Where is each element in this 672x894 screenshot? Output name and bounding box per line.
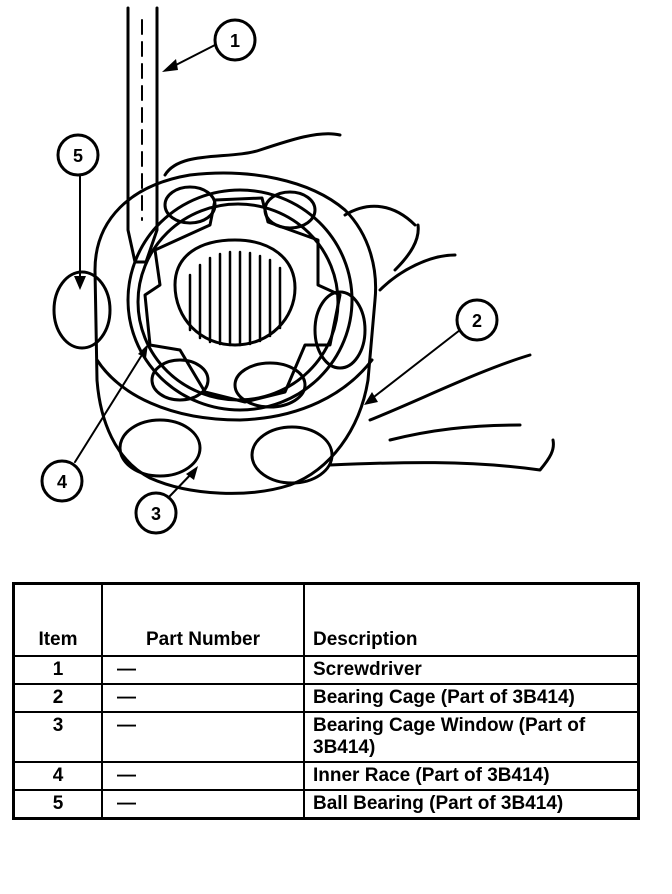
callout-number-2: 2	[472, 311, 482, 331]
callout-circle-3	[134, 491, 178, 535]
table-row: 2 — Bearing Cage (Part of 3B414)	[12, 683, 640, 713]
row-description: Bearing Cage (Part of 3B414)	[303, 683, 640, 713]
ball-bearing-lower-center	[233, 361, 307, 409]
row-description: Ball Bearing (Part of 3B414)	[303, 789, 640, 820]
callout-number-1: 1	[230, 31, 240, 51]
table-row: 5 — Ball Bearing (Part of 3B414)	[12, 789, 640, 820]
ball-bearing-top-left	[163, 185, 217, 225]
callout-circle-5	[56, 133, 100, 177]
ball-bearing-left	[52, 270, 112, 350]
row-part-number: —	[101, 711, 305, 763]
row-part-number: —	[101, 683, 305, 713]
spline-bore	[173, 238, 297, 347]
ball-bearing-bottom-right	[250, 425, 334, 485]
row-part-number: —	[101, 761, 305, 791]
leader-line-2	[369, 329, 461, 401]
callout-number-5: 5	[73, 146, 83, 166]
callout-circle-4	[40, 459, 84, 503]
hand-finger-right-1	[343, 204, 417, 227]
bearing-cage-lower-face	[95, 358, 374, 422]
arrowhead-5	[74, 276, 86, 290]
callout-circle-2	[455, 298, 499, 342]
row-description: Bearing Cage Window (Part of 3B414)	[303, 711, 640, 763]
arrowhead-4	[138, 344, 148, 358]
row-item: 5	[12, 789, 103, 820]
row-part-number: —	[101, 655, 305, 685]
leader-line-4	[74, 349, 146, 463]
ball-bearing-top-right	[263, 190, 317, 230]
arrowhead-2	[364, 392, 378, 405]
hand-finger-right-3	[393, 223, 420, 272]
hand-lower-2	[388, 423, 522, 442]
screwdriver	[126, 6, 159, 264]
parts-legend-table: Item Part Number Description 1 — Screwdr…	[12, 582, 640, 820]
row-description: Inner Race (Part of 3B414)	[303, 761, 640, 791]
bearing-cage-outer	[93, 171, 378, 495]
header-item: Item	[12, 582, 103, 657]
inner-race-ring	[126, 188, 354, 412]
row-description: Screwdriver	[303, 655, 640, 685]
header-part-number: Part Number	[101, 582, 305, 657]
table-row: 3 — Bearing Cage Window (Part of 3B414)	[12, 711, 640, 763]
arrowhead-1	[162, 59, 178, 72]
row-item: 3	[12, 711, 103, 763]
ball-bearing-lower-left	[150, 358, 210, 402]
cv-joint-illustration: 1 2 3 4 5	[40, 6, 555, 535]
leader-line-1	[169, 44, 216, 69]
inner-race-inner-ring	[136, 202, 340, 402]
row-item: 1	[12, 655, 103, 685]
arrowhead-3	[186, 466, 198, 480]
hand-lower-3	[328, 438, 555, 472]
callout-number-3: 3	[151, 504, 161, 524]
ball-bearing-bottom-left	[118, 418, 202, 478]
hand-finger-right-2	[378, 253, 457, 292]
row-item: 2	[12, 683, 103, 713]
row-part-number: —	[101, 789, 305, 820]
row-item: 4	[12, 761, 103, 791]
header-description: Description	[303, 582, 640, 657]
table-row: 4 — Inner Race (Part of 3B414)	[12, 761, 640, 791]
callout-number-4: 4	[57, 472, 67, 492]
spline-teeth	[188, 250, 282, 347]
hand-lower-1	[368, 353, 532, 422]
callout-circle-1	[213, 18, 257, 62]
table-header-row: Item Part Number Description	[12, 582, 640, 657]
hand-outline	[163, 132, 342, 177]
ball-bearing-right	[313, 290, 367, 370]
table-row: 1 — Screwdriver	[12, 655, 640, 685]
